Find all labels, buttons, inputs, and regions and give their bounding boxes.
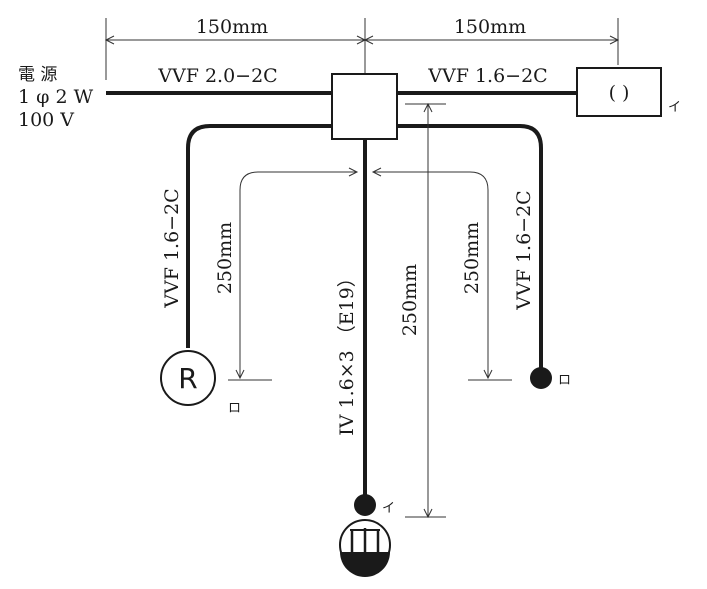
left-marker: ロ — [228, 401, 241, 416]
dimension-center-drop: 250mm — [399, 264, 421, 336]
switch-box-marker: イ — [668, 100, 681, 115]
bottom-switch-dot — [354, 494, 376, 516]
dimension-top-left: 150mm — [196, 16, 268, 38]
bottom-marker: イ — [382, 501, 395, 516]
switch-box: ( ) — [576, 67, 662, 117]
right-switch-dot — [530, 367, 552, 389]
wires — [106, 91, 577, 500]
power-source-line3: 100 V — [18, 109, 74, 131]
dimension-right-drop: 250mm — [461, 222, 483, 294]
cable-switchbox-label: VVF 1.6−2C — [427, 65, 547, 87]
junction-box — [331, 73, 398, 140]
cable-left-branch-label: VVF 1.6−2C — [161, 188, 183, 308]
top-dimensions: 150mm 150mm — [104, 16, 620, 80]
dimension-left-drop: 250mm — [214, 222, 236, 294]
receptacle-r-symbol: R — [178, 362, 197, 395]
bottom-light-fixture — [339, 519, 391, 577]
dimension-top-right: 150mm — [454, 16, 526, 38]
right-dimension: 250mm — [371, 167, 512, 381]
power-source-label: 電 源 1 φ 2 W 100 V — [18, 65, 94, 131]
cable-center-conduit-label: IV 1.6×3 （E19） — [336, 268, 358, 436]
power-source-line1: 電 源 — [18, 65, 57, 85]
left-dimension: 250mm — [214, 167, 359, 381]
cable-right-branch-label: VVF 1.6−2C — [513, 190, 535, 310]
right-marker: ロ — [558, 373, 571, 388]
left-branch-wire — [186, 124, 332, 348]
receptacle-r: R — [160, 350, 216, 406]
center-dimension: 250mm — [399, 102, 446, 519]
right-branch-wire — [397, 124, 543, 375]
switch-box-symbol: ( ) — [609, 82, 630, 104]
power-source-line2: 1 φ 2 W — [18, 86, 94, 108]
cable-main-feed-label: VVF 2.0−2C — [157, 65, 277, 87]
